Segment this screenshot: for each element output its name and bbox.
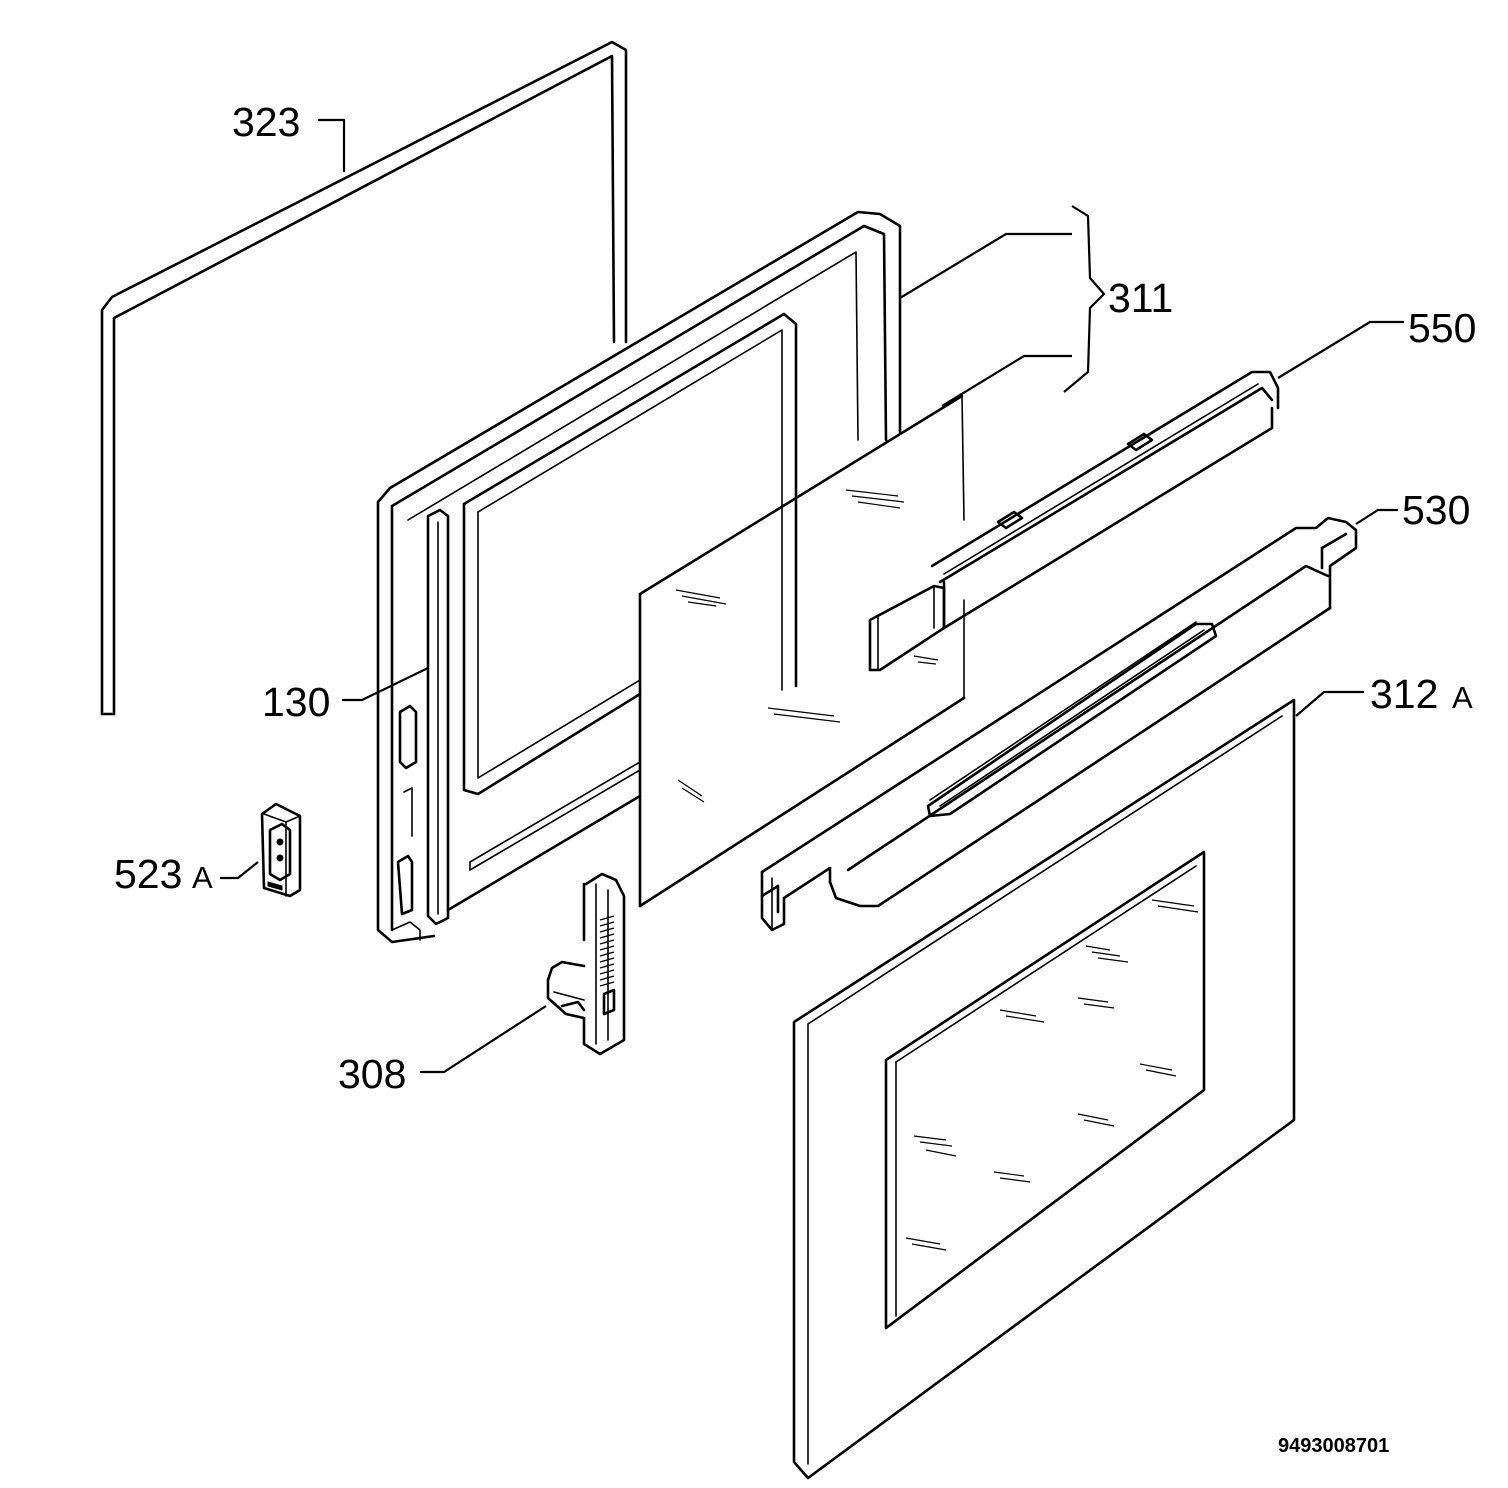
part-label-523-suffix: A	[192, 860, 213, 895]
leader-lines	[220, 118, 1404, 1074]
door-hinge-part	[546, 872, 626, 1056]
part-label-130: 130	[262, 679, 330, 725]
outer-door-glass-part	[792, 698, 1296, 1480]
door-handle-part	[760, 516, 1358, 932]
inner-glass-pane-part	[638, 394, 966, 908]
door-lock-block-part	[260, 802, 302, 898]
part-label-312: 312	[1370, 671, 1438, 717]
document-number: 9493008701	[1278, 1435, 1389, 1457]
part-label-523: 523	[114, 851, 182, 897]
door-top-profile-part	[868, 370, 1280, 672]
part-label-530: 530	[1402, 487, 1470, 533]
part-label-308: 308	[338, 1051, 406, 1097]
inner-door-frame-part	[376, 210, 902, 944]
part-label-323: 323	[232, 99, 300, 145]
door-gasket-part	[100, 40, 628, 716]
part-label-312-suffix: A	[1452, 680, 1473, 715]
part-label-311: 311	[1108, 275, 1173, 321]
part-labels: 323 311 550 530 312 A 130 523 A 308	[114, 99, 1476, 1097]
part-label-550: 550	[1408, 305, 1476, 351]
